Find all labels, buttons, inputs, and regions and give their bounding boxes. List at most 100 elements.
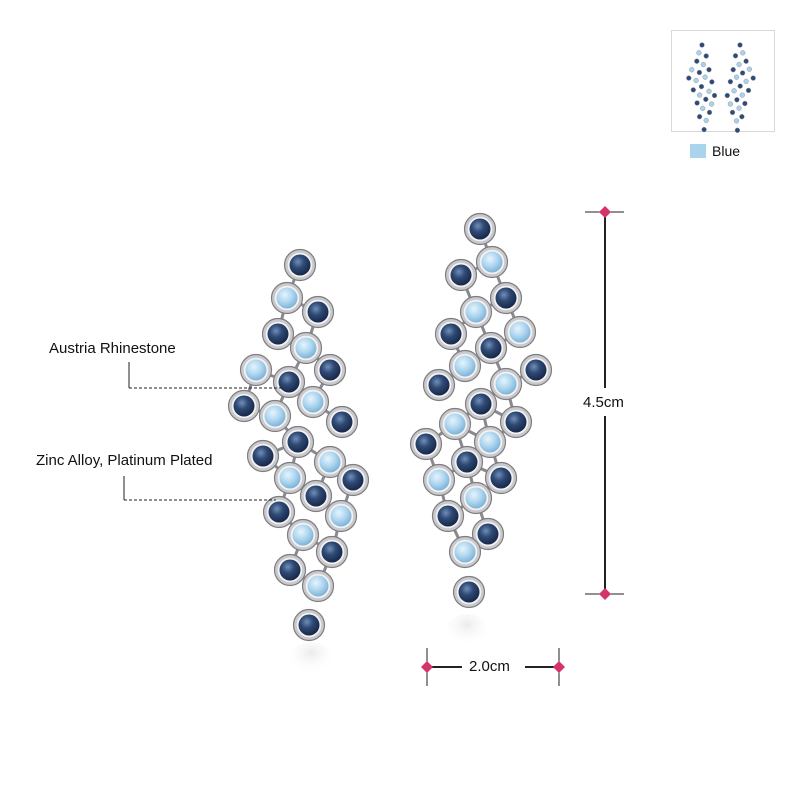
left-dark-rhinestone	[307, 301, 329, 323]
left-dark-rhinestone	[252, 445, 274, 467]
right-light-rhinestone	[465, 487, 487, 509]
thumbnail-stone	[706, 88, 712, 94]
stone-callout-leader	[128, 362, 282, 389]
stone-callout-label: Austria Rhinestone	[49, 340, 176, 357]
right-light-rhinestone	[479, 431, 501, 453]
thumbnail-stone	[733, 118, 740, 124]
right-dark-rhinestone	[428, 374, 450, 396]
right-dark-rhinestone	[437, 505, 459, 527]
left-light-rhinestone	[245, 359, 267, 381]
right-dark-rhinestone	[450, 264, 472, 286]
thumbnail-stone	[698, 83, 705, 90]
thumbnail-stone	[706, 67, 712, 73]
left-dark-rhinestone	[268, 501, 290, 523]
thumbnail-stone	[732, 53, 739, 59]
thumbnail-stone	[706, 109, 713, 116]
right-light-rhinestone	[428, 469, 450, 491]
thumbnail-stone	[731, 88, 737, 94]
right-light-rhinestone	[481, 251, 503, 273]
thumbnail-stone	[737, 42, 743, 48]
thumbnail-stone	[742, 100, 748, 107]
color-swatch	[690, 144, 706, 158]
thumbnail-stone	[694, 100, 700, 106]
thumbnail-stone	[703, 53, 709, 59]
metal-callout-label: Zinc Alloy, Platinum Plated	[36, 452, 213, 469]
right-light-rhinestone	[509, 321, 531, 343]
right-reflection	[445, 614, 489, 650]
left-dark-rhinestone	[279, 559, 301, 581]
left-dark-rhinestone	[342, 469, 364, 491]
thumbnail-stone	[703, 96, 709, 102]
color-name: Blue	[712, 143, 741, 159]
right-light-rhinestone	[454, 355, 476, 377]
thumbnail-stone	[700, 105, 706, 112]
left-dark-rhinestone	[331, 411, 353, 433]
right-dark-rhinestone	[440, 323, 462, 345]
thumbnail-stone	[711, 92, 718, 99]
height-dimension	[585, 206, 624, 600]
thumbnail-stone	[746, 66, 753, 72]
left-dark-rhinestone	[321, 541, 343, 563]
right-dark-rhinestone	[525, 359, 547, 381]
thumbnail-stone	[733, 74, 740, 80]
thumbnail-stone	[702, 74, 708, 80]
right-dark-rhinestone	[469, 218, 491, 240]
thumbnail-stone	[724, 92, 730, 99]
thumbnail-stone	[743, 58, 749, 64]
thumbnail-stone	[729, 109, 736, 116]
left-light-rhinestone	[307, 575, 329, 597]
height-label: 4.5cm	[580, 394, 627, 411]
thumbnail-stone	[696, 114, 703, 120]
left-dark-rhinestone	[305, 485, 327, 507]
right-dark-rhinestone	[458, 581, 480, 603]
left-earring	[227, 248, 370, 642]
thumbnail-stone	[708, 101, 715, 107]
thumbnail-stone	[736, 105, 742, 111]
thumbnail-stone	[734, 127, 741, 133]
thumbnail-stone	[689, 67, 695, 73]
left-dark-rhinestone	[289, 254, 311, 276]
thumbnail-stone	[693, 77, 699, 84]
thumbnail-stone	[739, 114, 745, 120]
left-dark-rhinestone	[233, 395, 255, 417]
thumbnail-stone	[727, 101, 734, 107]
width-right-marker	[553, 661, 565, 673]
right-dark-rhinestone	[415, 433, 437, 455]
thumbnail-stone	[730, 67, 736, 73]
right-light-rhinestone	[444, 413, 466, 435]
thumbnail-stone	[739, 92, 745, 98]
left-dark-rhinestone	[267, 323, 289, 345]
left-light-rhinestone	[279, 467, 301, 489]
right-dark-rhinestone	[470, 393, 492, 415]
width-left-marker	[421, 661, 433, 673]
thumbnail-stone	[727, 79, 734, 85]
right-dark-rhinestone	[480, 337, 502, 359]
thumbnail-earrings-image	[686, 42, 756, 133]
thumbnail-stone	[745, 87, 752, 94]
thumbnail-stone	[736, 61, 742, 68]
thumbnail-stone	[739, 70, 746, 76]
left-light-rhinestone	[276, 287, 298, 309]
thumbnail-stone	[750, 75, 756, 81]
right-light-rhinestone	[495, 373, 517, 395]
left-light-rhinestone	[302, 391, 324, 413]
right-dark-rhinestone	[477, 523, 499, 545]
left-dark-rhinestone	[319, 359, 341, 381]
right-dark-rhinestone	[456, 451, 478, 473]
height-bottom-marker	[599, 588, 611, 600]
thumbnail-stone	[737, 83, 743, 89]
thumbnail-stone	[701, 126, 707, 133]
variant-swatch-row[interactable]: Blue	[690, 142, 740, 160]
thumbnail-stone	[696, 69, 703, 76]
thumbnail-stone	[743, 78, 749, 85]
thumbnail-stone	[686, 75, 692, 81]
thumbnail-stone	[709, 79, 715, 85]
right-dark-rhinestone	[505, 411, 527, 433]
thumbnail-stone	[734, 97, 740, 103]
variant-thumbnail[interactable]	[671, 30, 775, 133]
right-light-rhinestone	[465, 301, 487, 323]
right-light-rhinestone	[454, 541, 476, 563]
thumbnail-stone	[699, 42, 705, 48]
thumbnail-stone	[694, 58, 700, 64]
